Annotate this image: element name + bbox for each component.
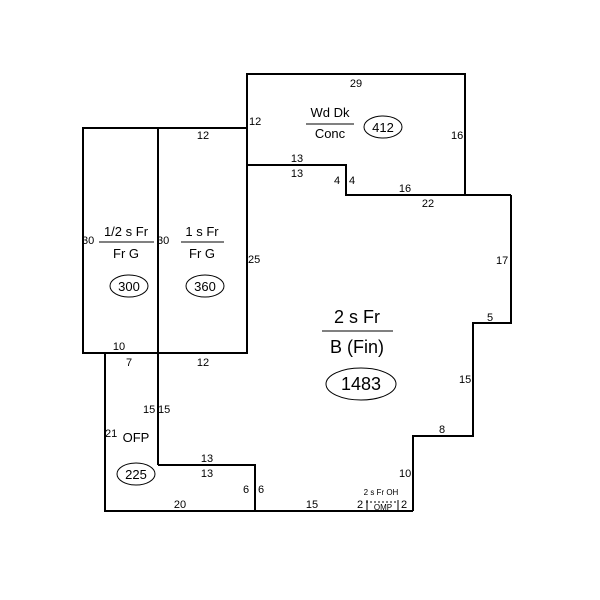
garage-outline xyxy=(82,127,248,354)
half-story-area: 300 xyxy=(118,279,140,294)
half-story-label-top: 1/2 s Fr xyxy=(104,224,149,239)
one-story-label-bottom: Fr G xyxy=(189,246,215,261)
half-story-label-bottom: Fr G xyxy=(113,246,139,261)
walls xyxy=(82,73,512,512)
dim-half-left: 30 xyxy=(82,235,94,247)
main-area: 1483 xyxy=(341,374,381,394)
area-labels: Wd Dk Conc 412 1/2 s Fr Fr G 300 1 s Fr … xyxy=(99,105,403,512)
dim-porch-step-left: 6 xyxy=(243,484,249,496)
dim-porch-right-b: 15 xyxy=(158,404,170,416)
dim-porch-step-top: 13 xyxy=(201,453,213,465)
dim-deck-step-right: 4 xyxy=(349,175,355,187)
deck-outline xyxy=(246,73,466,195)
dim-porch-top: 7 xyxy=(126,357,132,369)
one-story-area: 360 xyxy=(194,279,216,294)
dim-main-right-mid: 15 xyxy=(459,374,471,386)
half-story-area-oval xyxy=(109,274,149,298)
deck-step-outline xyxy=(247,164,511,196)
one-story-area-oval xyxy=(185,274,225,298)
dim-garage-top: 12 xyxy=(197,130,209,142)
porch-area: 225 xyxy=(125,467,147,482)
dim-porch-left: 21 xyxy=(105,428,117,440)
dim-main-right-upper: 17 xyxy=(496,255,508,267)
bay-label-top: 2 s Fr OH xyxy=(364,488,399,497)
dim-bay-left: 2 xyxy=(357,499,363,511)
dim-porch-bottom: 20 xyxy=(174,499,186,511)
dim-bay-right: 2 xyxy=(401,499,407,511)
deck-label-bottom: Conc xyxy=(315,126,346,141)
dim-deck-right: 16 xyxy=(451,130,463,142)
deck-area-oval xyxy=(363,115,403,139)
main-label-bottom: B (Fin) xyxy=(330,337,384,357)
deck-area: 412 xyxy=(372,120,394,135)
dim-porch-step-right: 6 xyxy=(258,484,264,496)
dim-deck-top: 29 xyxy=(350,78,362,90)
deck-label-top: Wd Dk xyxy=(311,105,351,120)
dim-half-bottom: 10 xyxy=(113,341,125,353)
dimension-labels: 29 12 16 13 13 4 4 16 22 17 5 15 8 10 12… xyxy=(82,78,508,511)
dim-one-bottom: 12 xyxy=(197,357,209,369)
dim-main-right-lower: 10 xyxy=(399,468,411,480)
porch-outline xyxy=(104,353,413,512)
dim-porch-right-a: 15 xyxy=(143,404,155,416)
dim-main-top-right: 22 xyxy=(422,198,434,210)
porch-label: OFP xyxy=(123,430,150,445)
porch-step-outline xyxy=(158,464,256,511)
dim-main-notch-top: 5 xyxy=(487,312,493,324)
dim-deck-step-top: 13 xyxy=(291,153,303,165)
one-story-label-top: 1 s Fr xyxy=(185,224,219,239)
dim-garage-right: 25 xyxy=(248,254,260,266)
dim-porch-step-bottom: 13 xyxy=(201,468,213,480)
dim-deck-step-bottom: 13 xyxy=(291,168,303,180)
dim-deck-bottom: 16 xyxy=(399,183,411,195)
bay-label-bottom: OMP xyxy=(374,503,392,512)
main-area-oval xyxy=(325,367,397,401)
porch-area-oval xyxy=(116,462,156,486)
main-label-top: 2 s Fr xyxy=(334,307,380,327)
dim-half-right: 30 xyxy=(157,235,169,247)
main-outline xyxy=(412,195,512,511)
dim-deck-left: 12 xyxy=(249,116,261,128)
dim-deck-step-left: 4 xyxy=(334,175,340,187)
dim-main-bottom: 15 xyxy=(306,499,318,511)
dim-main-notch-lower: 8 xyxy=(439,424,445,436)
